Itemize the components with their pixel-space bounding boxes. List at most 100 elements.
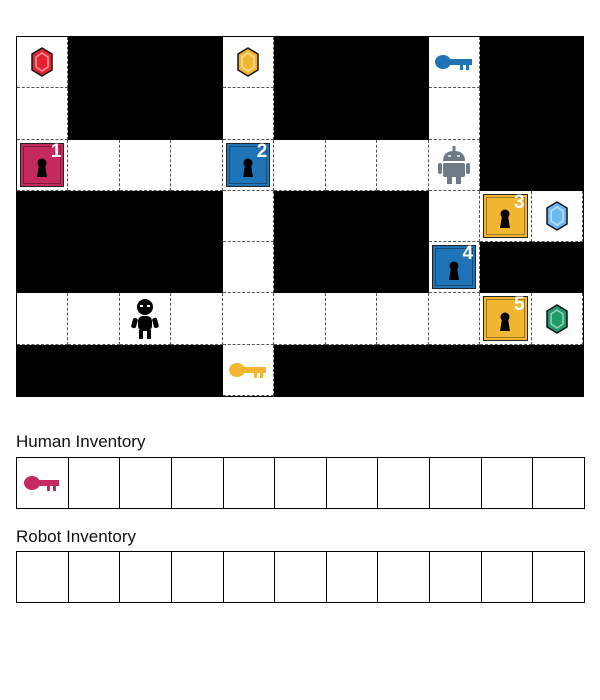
floor-cell <box>531 293 583 345</box>
wall-cell <box>377 190 429 243</box>
door-number: 5 <box>513 294 525 316</box>
floor-cell <box>68 293 120 345</box>
floor-cell <box>531 190 583 243</box>
wall-cell <box>171 344 223 396</box>
inventory-slot <box>120 458 172 509</box>
wall-cell <box>68 344 120 396</box>
keyhole-icon <box>243 158 254 178</box>
wall-cell <box>377 344 429 396</box>
inventory-slot <box>275 458 327 509</box>
floor-cell <box>325 139 378 191</box>
floor-cell <box>274 139 326 191</box>
inventory-slot <box>533 552 585 603</box>
human-inventory <box>16 457 585 509</box>
door-frame <box>23 145 62 184</box>
wall-cell <box>480 139 532 191</box>
wall-cell <box>68 242 120 294</box>
wall-cell <box>68 190 120 243</box>
wall-cell <box>325 190 378 243</box>
wall-cell <box>377 37 429 89</box>
wall-cell <box>325 344 378 396</box>
floor-cell <box>171 139 223 191</box>
floor-cell: 4 <box>428 242 481 294</box>
wall-cell <box>119 242 172 294</box>
wall-cell <box>68 37 120 89</box>
floor-cell: 1 <box>17 139 69 191</box>
floor-cell <box>428 37 481 89</box>
game-grid: 1 2 3 4 5 <box>16 36 584 397</box>
locked-door: 3 <box>483 191 528 239</box>
wall-cell <box>274 88 326 140</box>
wall-cell <box>325 37 378 89</box>
floor-cell <box>428 293 481 345</box>
inventory-slot <box>17 552 69 603</box>
locked-door: 4 <box>431 243 477 290</box>
inventory-slot <box>120 552 172 603</box>
keyhole-icon <box>500 312 511 331</box>
wall-cell <box>480 37 532 89</box>
wall-cell <box>171 88 223 140</box>
floor-cell <box>68 139 120 191</box>
door-number: 1 <box>50 140 62 162</box>
wall-cell <box>17 242 69 294</box>
locked-door: 5 <box>483 294 528 341</box>
inventory-slot <box>430 458 482 509</box>
door-number: 4 <box>462 243 474 265</box>
floor-cell <box>377 293 429 345</box>
floor-cell <box>17 88 69 140</box>
inventory-slot <box>430 552 482 603</box>
wall-cell <box>531 242 583 294</box>
wall-cell <box>325 242 378 294</box>
floor-cell <box>428 139 481 191</box>
floor-cell <box>222 37 275 89</box>
floor-cell <box>222 190 275 243</box>
floor-cell <box>17 37 69 89</box>
wall-cell <box>274 190 326 243</box>
wall-cell <box>274 242 326 294</box>
floor-cell <box>119 293 172 345</box>
gem-icon <box>546 201 568 231</box>
wall-cell <box>119 190 172 243</box>
door-number: 3 <box>513 191 525 213</box>
door-frame <box>228 145 268 184</box>
gem-icon <box>31 47 53 78</box>
inventory-slot <box>17 458 69 509</box>
floor-cell <box>274 293 326 345</box>
door-frame <box>434 248 474 287</box>
inventory-slot <box>378 552 431 603</box>
wall-cell <box>480 242 532 294</box>
floor-cell: 2 <box>222 139 275 191</box>
floor-cell <box>377 139 429 191</box>
inventory-slot <box>68 552 121 603</box>
floor-cell <box>222 344 275 396</box>
wall-cell <box>171 242 223 294</box>
wall-cell <box>17 344 69 396</box>
wall-cell <box>531 88 583 140</box>
wall-cell <box>531 139 583 191</box>
wall-cell <box>531 344 583 396</box>
inventory-slot <box>275 552 327 603</box>
key-icon <box>434 55 472 71</box>
locked-door: 2 <box>225 140 271 187</box>
key-icon <box>24 476 60 491</box>
locked-door: 1 <box>20 140 65 187</box>
floor-cell <box>222 293 275 345</box>
floor-cell <box>325 293 378 345</box>
wall-cell <box>171 190 223 243</box>
wall-cell <box>377 242 429 294</box>
wall-cell <box>531 37 583 89</box>
inventory-slot <box>223 552 276 603</box>
door-number: 2 <box>256 140 268 162</box>
inventory-slot <box>378 458 431 509</box>
gem-icon <box>546 303 568 334</box>
floor-cell <box>428 190 481 243</box>
human-inventory-title: Human Inventory <box>16 432 146 451</box>
floor-cell <box>119 139 172 191</box>
keyhole-icon <box>500 209 511 229</box>
floor-cell <box>222 242 275 294</box>
floor-cell <box>428 88 481 140</box>
door-frame <box>486 196 525 236</box>
inventory-slot <box>326 458 379 509</box>
wall-cell <box>274 344 326 396</box>
inventory-slot <box>533 458 585 509</box>
